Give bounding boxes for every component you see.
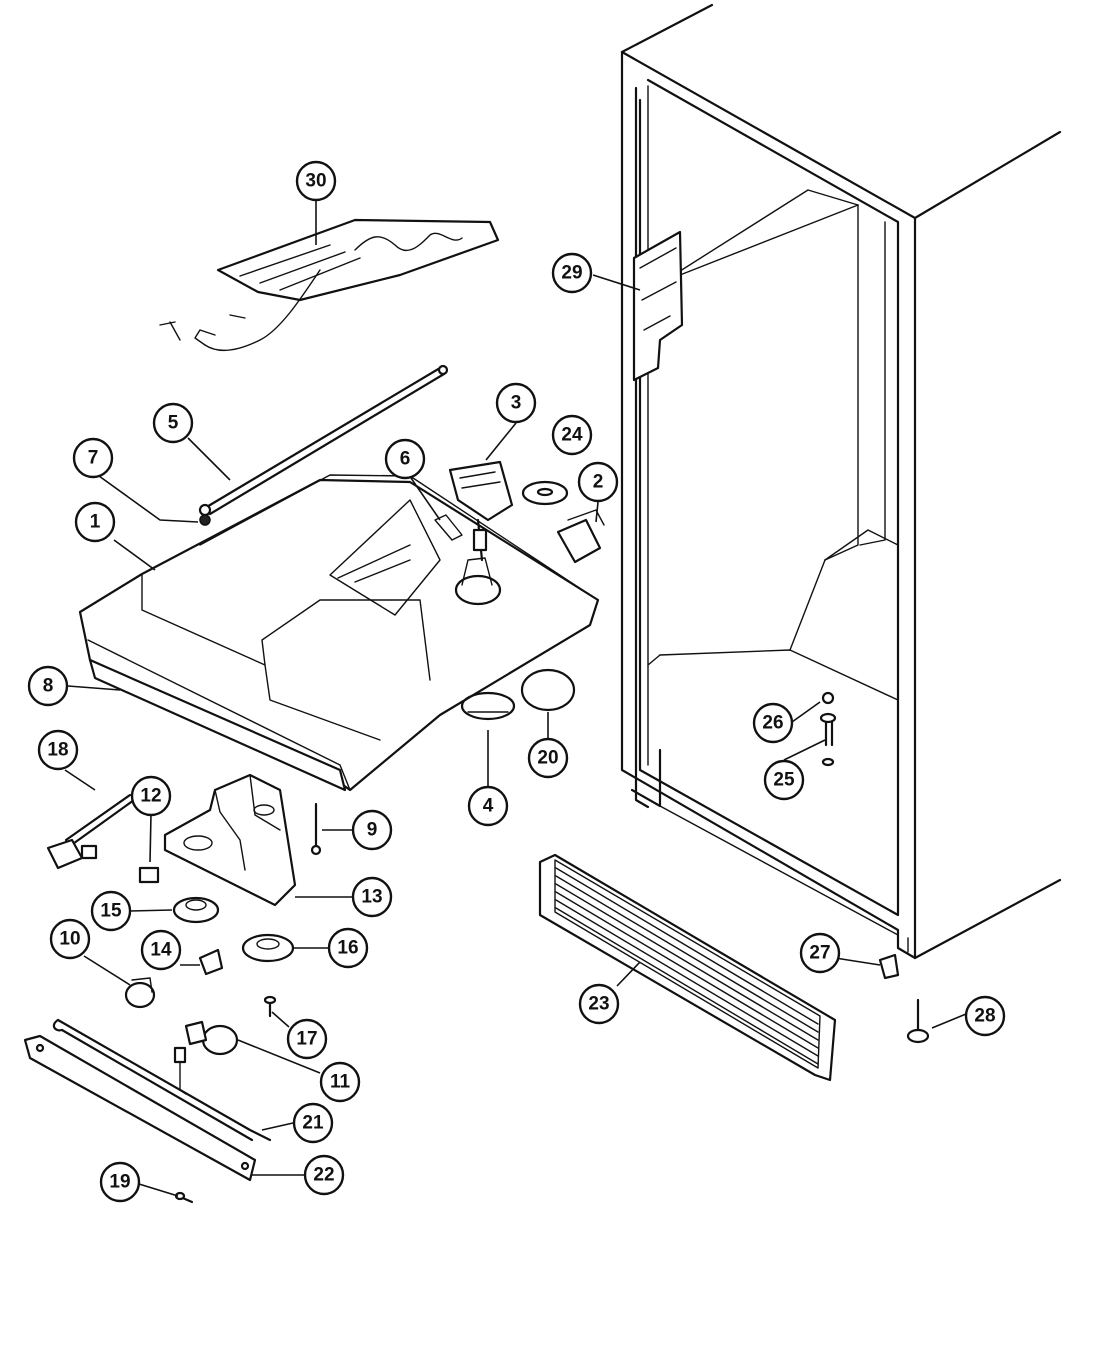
- callout-20: 20: [527, 737, 569, 779]
- svg-text:8: 8: [43, 676, 54, 697]
- screw-part-26: [821, 691, 835, 705]
- rod-part: [198, 364, 449, 517]
- svg-text:14: 14: [150, 940, 172, 961]
- clip-part-12: [138, 866, 160, 884]
- callout-15: 15: [90, 890, 132, 932]
- callout-5: 5: [152, 402, 194, 444]
- callout-11: 11: [319, 1061, 361, 1103]
- callout-27: 27: [799, 932, 841, 974]
- svg-text:30: 30: [305, 171, 326, 192]
- bracket-part-14: [198, 948, 224, 976]
- callout-18: 18: [37, 729, 79, 771]
- control-part-3: [448, 460, 514, 562]
- svg-text:2: 2: [593, 472, 604, 493]
- lamp-bulb-part-11: [184, 1020, 239, 1056]
- svg-text:7: 7: [88, 448, 99, 469]
- svg-text:23: 23: [588, 994, 609, 1015]
- svg-text:5: 5: [168, 413, 179, 434]
- wheel-part-15: [172, 896, 220, 924]
- callout-22: 22: [303, 1154, 345, 1196]
- ring-part-4: [460, 691, 516, 721]
- leader-lines: [64, 200, 967, 1197]
- svg-text:12: 12: [140, 786, 161, 807]
- toe-grille-part-23: [538, 853, 837, 1082]
- svg-text:10: 10: [59, 929, 80, 950]
- callout-28: 28: [964, 995, 1006, 1037]
- drain-part-25: [819, 712, 837, 767]
- clip-part-6: [434, 514, 463, 541]
- svg-text:6: 6: [400, 449, 411, 470]
- svg-text:20: 20: [537, 748, 558, 769]
- svg-text:21: 21: [302, 1113, 324, 1134]
- callout-7: 7: [72, 437, 114, 479]
- callout-4: 4: [467, 785, 509, 827]
- callout-13: 13: [351, 876, 393, 918]
- callout-3: 3: [495, 382, 537, 424]
- disc-part-20: [520, 668, 576, 712]
- callout-26: 26: [752, 702, 794, 744]
- callout-6: 6: [384, 438, 426, 480]
- callout-9: 9: [351, 809, 393, 851]
- svg-text:16: 16: [337, 938, 358, 959]
- svg-text:1: 1: [90, 512, 101, 533]
- callout-8: 8: [27, 665, 69, 707]
- refrigerator-cabinet: [620, 3, 1062, 960]
- svg-text:26: 26: [762, 713, 783, 734]
- svg-text:25: 25: [773, 770, 795, 791]
- heater-coil-part-21: [52, 1018, 272, 1142]
- callout-12: 12: [130, 775, 172, 817]
- wheel-part-16: [241, 933, 295, 963]
- clamp-part-10: [124, 977, 156, 1009]
- housing-part-13: [163, 773, 297, 907]
- svg-text:13: 13: [361, 887, 382, 908]
- screw-part-17: [263, 995, 277, 1018]
- callout-2: 2: [577, 461, 619, 503]
- svg-text:29: 29: [561, 263, 582, 284]
- svg-text:4: 4: [483, 796, 494, 817]
- svg-text:17: 17: [296, 1029, 317, 1050]
- svg-text:18: 18: [47, 740, 68, 761]
- callout-30: 30: [295, 160, 337, 202]
- hinge-part-27: [878, 953, 900, 980]
- callout-16: 16: [327, 927, 369, 969]
- grommet-part-24: [521, 480, 569, 506]
- callout-19: 19: [99, 1161, 141, 1203]
- callout-24: 24: [551, 414, 593, 456]
- callout-10: 10: [49, 918, 91, 960]
- svg-text:3: 3: [511, 393, 522, 414]
- callout-14: 14: [140, 929, 182, 971]
- svg-text:24: 24: [561, 425, 583, 446]
- screw-part-19: [174, 1191, 194, 1204]
- svg-text:11: 11: [330, 1072, 351, 1093]
- svg-text:27: 27: [809, 943, 830, 964]
- leveling-leg-part-28: [906, 998, 930, 1044]
- screw-part-9: [310, 802, 322, 856]
- svg-text:28: 28: [974, 1006, 995, 1027]
- callout-21: 21: [292, 1102, 334, 1144]
- sensor-part-18: [46, 793, 136, 870]
- svg-text:22: 22: [313, 1165, 334, 1186]
- callout-17: 17: [286, 1018, 328, 1060]
- switch-part-2: [556, 509, 605, 564]
- screw-part-7: [199, 514, 211, 526]
- callout-23: 23: [578, 983, 620, 1025]
- svg-text:15: 15: [100, 901, 122, 922]
- svg-text:19: 19: [109, 1172, 130, 1193]
- svg-text:9: 9: [367, 820, 378, 841]
- heater-harness-part: [159, 218, 500, 352]
- callout-25: 25: [763, 759, 805, 801]
- callout-1: 1: [74, 501, 116, 543]
- bracket-strip-part-22: [23, 1034, 257, 1182]
- trim-strip-part: [88, 658, 347, 792]
- evaporator-cover-part: [78, 474, 600, 792]
- callout-29: 29: [551, 252, 593, 294]
